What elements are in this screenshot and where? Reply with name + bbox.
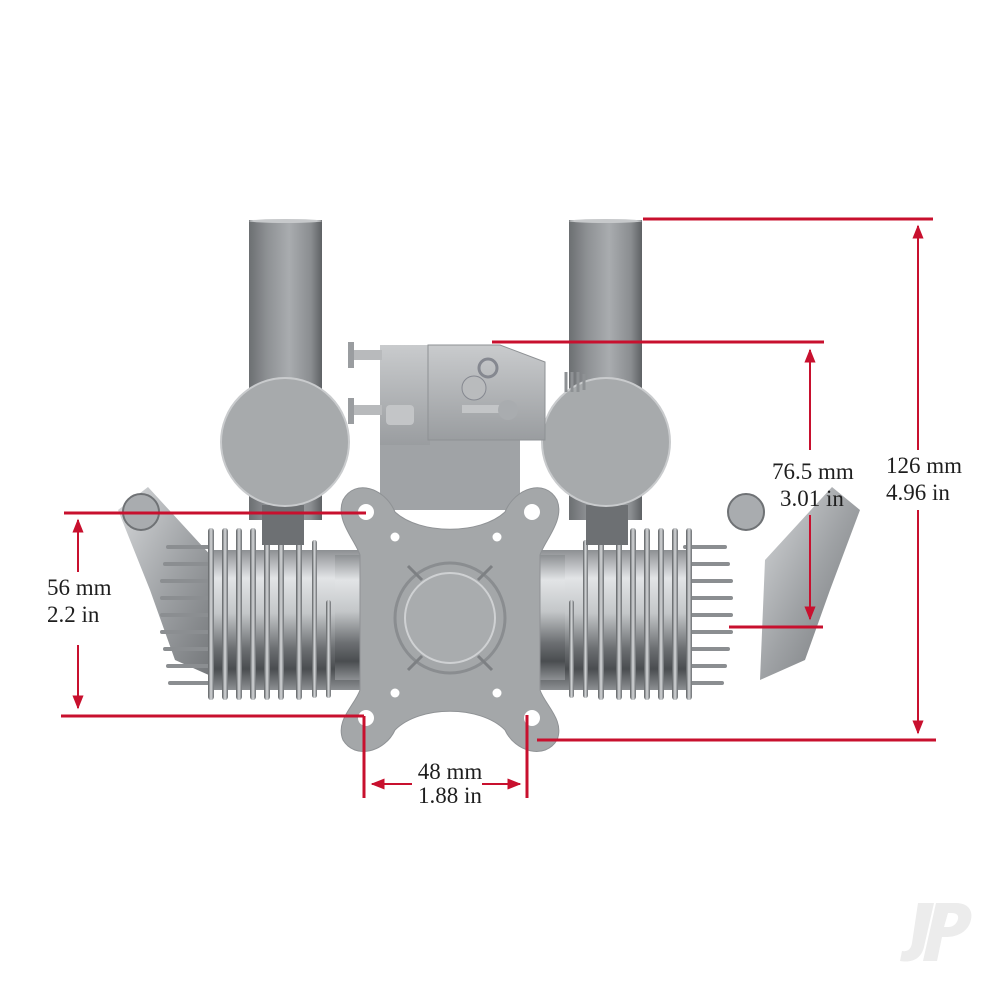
carb-height-metric: 76.5 mm bbox=[772, 459, 854, 484]
mount-horizontal-imperial: 1.88 in bbox=[418, 783, 482, 808]
mount-horizontal-metric: 48 mm bbox=[417, 759, 483, 784]
overall-height-imperial: 4.96 in bbox=[886, 480, 950, 505]
muffler-right bbox=[541, 377, 671, 507]
muffler-left bbox=[220, 377, 350, 507]
dimension-lines bbox=[61, 217, 936, 798]
overall-height-metric: 126 mm bbox=[886, 453, 963, 478]
dimension-label-mount-vertical: 56 mm 2.2 in bbox=[47, 574, 112, 628]
cylinder-left bbox=[118, 487, 370, 700]
dimension-label-carb-height: 76.5 mm 3.01 in bbox=[772, 458, 854, 512]
dimension-label-mount-horizontal: 48 mm 1.88 in bbox=[400, 760, 500, 808]
jp-watermark-logo bbox=[900, 903, 972, 962]
mount-vertical-imperial: 2.2 in bbox=[47, 602, 100, 627]
carb-height-imperial: 3.01 in bbox=[780, 486, 844, 511]
carburetor bbox=[348, 342, 586, 510]
dimension-label-overall-height: 126 mm 4.96 in bbox=[886, 452, 962, 506]
mount-vertical-metric: 56 mm bbox=[47, 575, 112, 600]
mounting-plate bbox=[340, 487, 560, 752]
